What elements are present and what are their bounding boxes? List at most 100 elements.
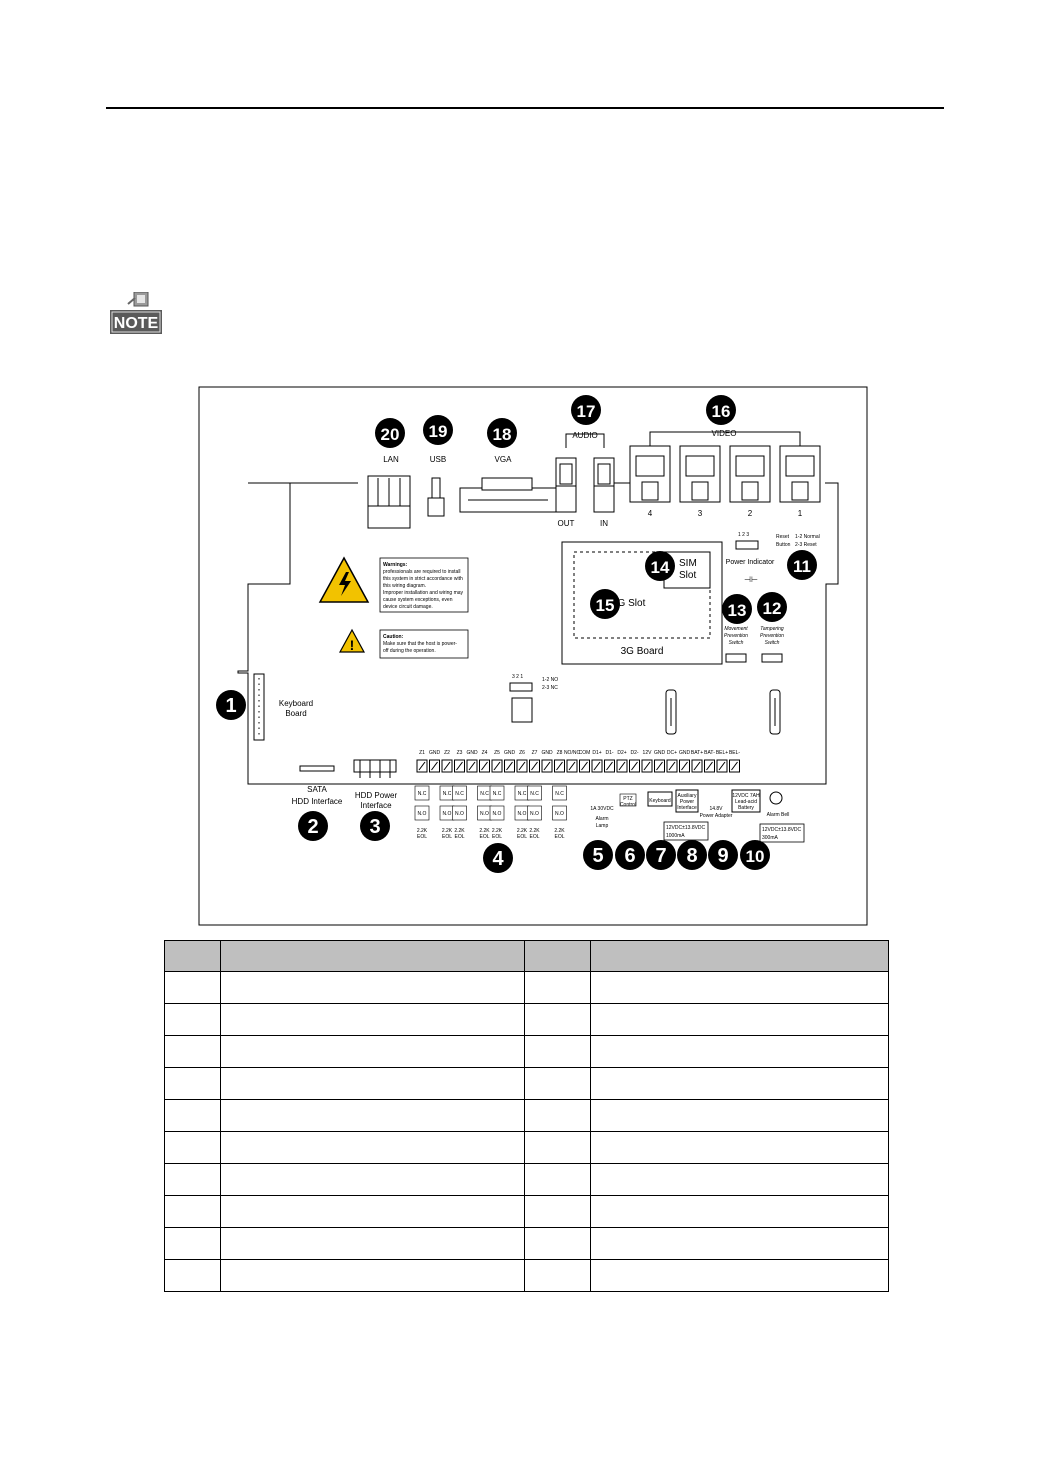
callout-badge-circle	[708, 840, 738, 870]
terminal-label: BAT+	[691, 750, 703, 756]
callout-badge-circle	[740, 840, 770, 870]
callout-badge-circle	[646, 840, 676, 870]
battery-label-1: 12VDC 7AH	[732, 793, 760, 799]
parts-table	[164, 940, 889, 1292]
battery-label-3: Battery	[738, 805, 754, 811]
terminal-slot	[443, 761, 451, 771]
terminal-slot	[631, 761, 638, 771]
zone-contact	[452, 805, 467, 821]
terminal-slot	[531, 761, 538, 771]
table-cell	[590, 1035, 889, 1068]
callout-badge: 17	[571, 395, 601, 425]
table-cell	[220, 1099, 525, 1132]
terminal-label: GND	[429, 750, 441, 756]
zone-eol-label: 2.2K	[554, 828, 565, 834]
callout-badge: 3	[360, 811, 390, 841]
terminal-label: Z6	[519, 750, 525, 756]
terminal-slot	[556, 761, 563, 771]
callout-badge: 7	[646, 840, 676, 870]
table-cell	[220, 1227, 525, 1260]
terminal-label: 12V	[643, 750, 653, 756]
warning-line-6: device circuit damage.	[383, 604, 433, 610]
caution-line-2: off during the operation.	[383, 648, 436, 654]
terminal-slot	[456, 761, 463, 771]
table-cell	[220, 1035, 525, 1068]
zone-eol-label: 2.2K	[492, 828, 503, 834]
callout-badge-circle	[483, 843, 513, 873]
callout-badge: 10	[740, 840, 770, 870]
callout-badge-number: 15	[596, 596, 615, 615]
callout-badge-number: 6	[624, 845, 635, 867]
alarm-bell-label: Alarm Bell	[767, 812, 790, 818]
bell-spec-2: 300mA	[762, 835, 779, 841]
video-connector-3	[679, 445, 721, 503]
zone-eol-label: 2.2K	[454, 828, 465, 834]
table-cell	[590, 1131, 889, 1164]
zone-eol-label: EOL	[442, 834, 452, 840]
movement-label-2: Prevention	[724, 633, 748, 639]
terminal-slot	[643, 761, 651, 771]
table-cell	[220, 1195, 525, 1228]
zone-eol-label: EOL	[479, 834, 489, 840]
zone-eol-label: 2.2K	[417, 828, 428, 834]
terminal-label: D2+	[617, 750, 626, 756]
zone-contact	[527, 805, 542, 821]
video-connector-1	[779, 445, 821, 503]
table-cell	[524, 1259, 591, 1292]
alarm-lamp-label-1: 1A 30VDC	[590, 806, 614, 812]
jumper-numbers: 1 2 3	[738, 532, 749, 538]
zone-eol-label: EOL	[529, 834, 539, 840]
zone-eol-label: 2.2K	[479, 828, 490, 834]
callout-badge: 18	[487, 418, 517, 448]
table-row	[164, 1195, 889, 1228]
reset-label-2: Button	[776, 542, 791, 548]
caution-triangle-icon: !	[338, 628, 366, 653]
table-cell	[220, 1003, 525, 1036]
callout-badge-number: 11	[793, 557, 811, 576]
callout-badge-circle	[571, 395, 601, 425]
aux-power-label-2: Power	[680, 799, 695, 805]
table-row	[164, 1259, 889, 1292]
usb-port	[427, 477, 445, 517]
zone-contact-label: N.C	[455, 791, 464, 797]
table-row	[164, 1067, 889, 1100]
table-row	[164, 1227, 889, 1260]
terminal-slot	[656, 761, 663, 771]
table-cell	[220, 1067, 525, 1100]
callout-badge: 20	[375, 418, 405, 448]
terminal-slot	[481, 761, 488, 771]
table-cell	[524, 1131, 591, 1164]
table-cell	[524, 1035, 591, 1068]
caution-title: Caution:	[383, 634, 404, 640]
callout-badge: 5	[583, 840, 613, 870]
callout-badge-circle	[645, 551, 675, 581]
table-row	[164, 971, 889, 1004]
table-cell	[524, 1067, 591, 1100]
terminal-slot	[606, 761, 613, 771]
terminal-label: D2-	[630, 750, 638, 756]
lan-port	[367, 475, 411, 529]
zone-eol-label: EOL	[417, 834, 427, 840]
callout-badge-circle	[590, 589, 620, 619]
aux-power-label-1: Auxiliary	[678, 793, 697, 799]
callout-badge-circle	[787, 550, 817, 580]
terminal-label: GND	[679, 750, 691, 756]
power-adapter-label-2: Power Adapter	[700, 813, 733, 819]
callout-badge-circle	[757, 592, 787, 622]
table-row	[164, 1003, 889, 1036]
zone-contact	[552, 805, 567, 821]
zone-contact-label: N.C	[443, 791, 452, 797]
video-3-label: 3	[698, 509, 703, 518]
terminal-label: Z5	[494, 750, 500, 756]
terminal-slot	[568, 761, 576, 771]
callout-badge-circle	[722, 594, 752, 624]
slot-3g-label: 3G Slot	[612, 598, 646, 609]
warning-line-3: this wiring diagram.	[383, 583, 426, 589]
table-cell	[164, 1259, 221, 1292]
zone-contact-label: N.O	[443, 811, 452, 817]
callout-badge-number: 12	[763, 599, 782, 618]
table-cell	[524, 1163, 591, 1196]
terminal-slot	[543, 761, 551, 771]
terminal-label: BEL-	[729, 750, 740, 756]
battery-left-icon	[665, 689, 677, 735]
